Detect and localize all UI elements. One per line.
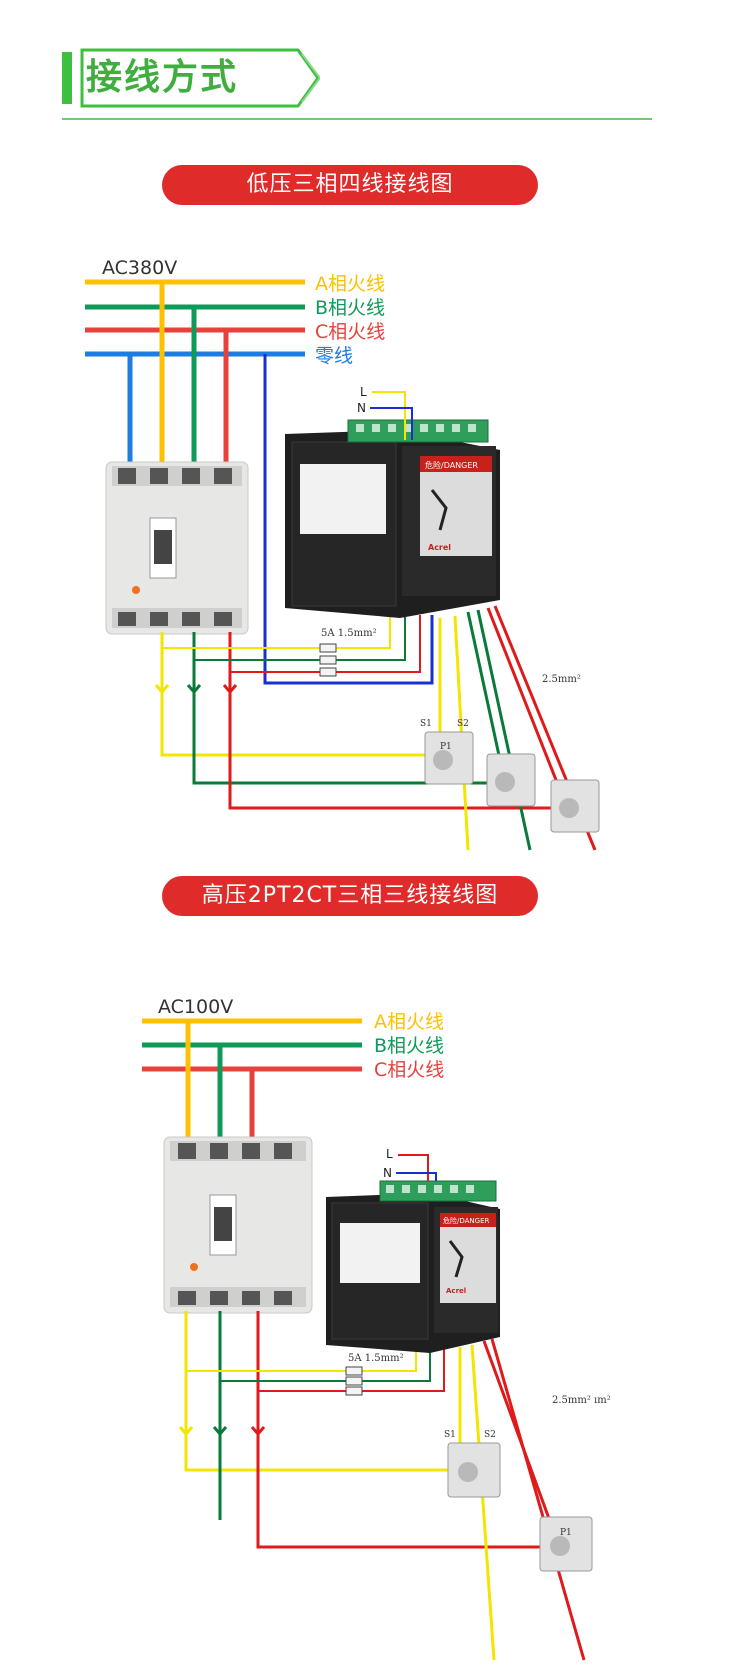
diagram2-terminal-n: N [383,1166,392,1180]
diagram1-breaker-icon [105,461,249,635]
diagram1-fuse-icon [319,643,337,677]
diagram1-line-a-label: A相火线 [315,273,385,295]
diagram1-title: 低压三相四线接线图 [162,165,538,205]
diagram2-ct-s2: S2 [484,1430,496,1440]
diagram2-ct-p1: P1 [560,1528,572,1538]
diagram1-ct-s2: S2 [457,719,469,729]
section-title: 接线方式 [86,57,239,98]
diagram1-ct-p1: P1 [440,742,452,752]
diagram2-title: 高压2PT2CT三相三线接线图 [162,876,538,916]
diagram2-breaker-icon [163,1136,313,1314]
diagram1-danger-label: 危险/DANGER [425,460,478,470]
diagram1-meter-icon: 危险/DANGER Acrel [285,419,500,618]
diagram1-voltage: AC380V [102,257,177,279]
diagram2-meter-icon: 危险/DANGER Acrel [326,1180,500,1353]
diagram2-wiring: AC100V A相火线 B相火线 C相火线 5A 1.5mm² [142,996,611,1661]
diagram1-fuse-label: 5A 1.5mm² [321,628,377,639]
diagram1-line-n-label: 零线 [315,345,353,367]
diagram2-line-b-label: B相火线 [374,1035,444,1057]
diagram1-line-b-label: B相火线 [315,297,385,319]
diagram2-terminal-l: L [386,1147,393,1161]
diagram2-brand: Acrel [446,1287,466,1295]
diagram2-line-a-label: A相火线 [374,1011,444,1033]
diagram1-terminal-l: L [360,385,367,399]
header-accent-bar [62,52,72,104]
diagram2-ct-s1: S1 [444,1430,456,1440]
diagram2-fuse-label: 5A 1.5mm² [348,1353,404,1364]
header-divider [62,118,652,120]
diagram2-danger-label: 危险/DANGER [443,1216,489,1225]
danger-sign-icon [448,1240,464,1278]
section-header: 接线方式 [62,46,652,126]
diagram2-fuse-icon [345,1366,363,1396]
diagram1-brand: Acrel [428,543,451,552]
diagram1-line-c-label: C相火线 [315,321,385,343]
diagram1-current-transformer-icon [424,731,600,833]
diagram2-voltage: AC100V [158,996,233,1018]
danger-sign-icon [430,489,448,531]
diagram1-wiring: AC380V A相火线 B相火线 C相火线 零线 5A 1.5mm² [85,257,600,851]
diagram1-ct-s1: S1 [420,719,432,729]
diagram2-current-transformer-icon [447,1442,593,1572]
header-frame-icon [80,48,320,108]
diagram2-line-c-label: C相火线 [374,1059,444,1081]
diagram1-cable-label: 2.5mm² [542,674,581,685]
diagram1-terminal-n: N [357,401,366,415]
diagram2-cable-label: 2.5mm² ım² [552,1395,611,1406]
